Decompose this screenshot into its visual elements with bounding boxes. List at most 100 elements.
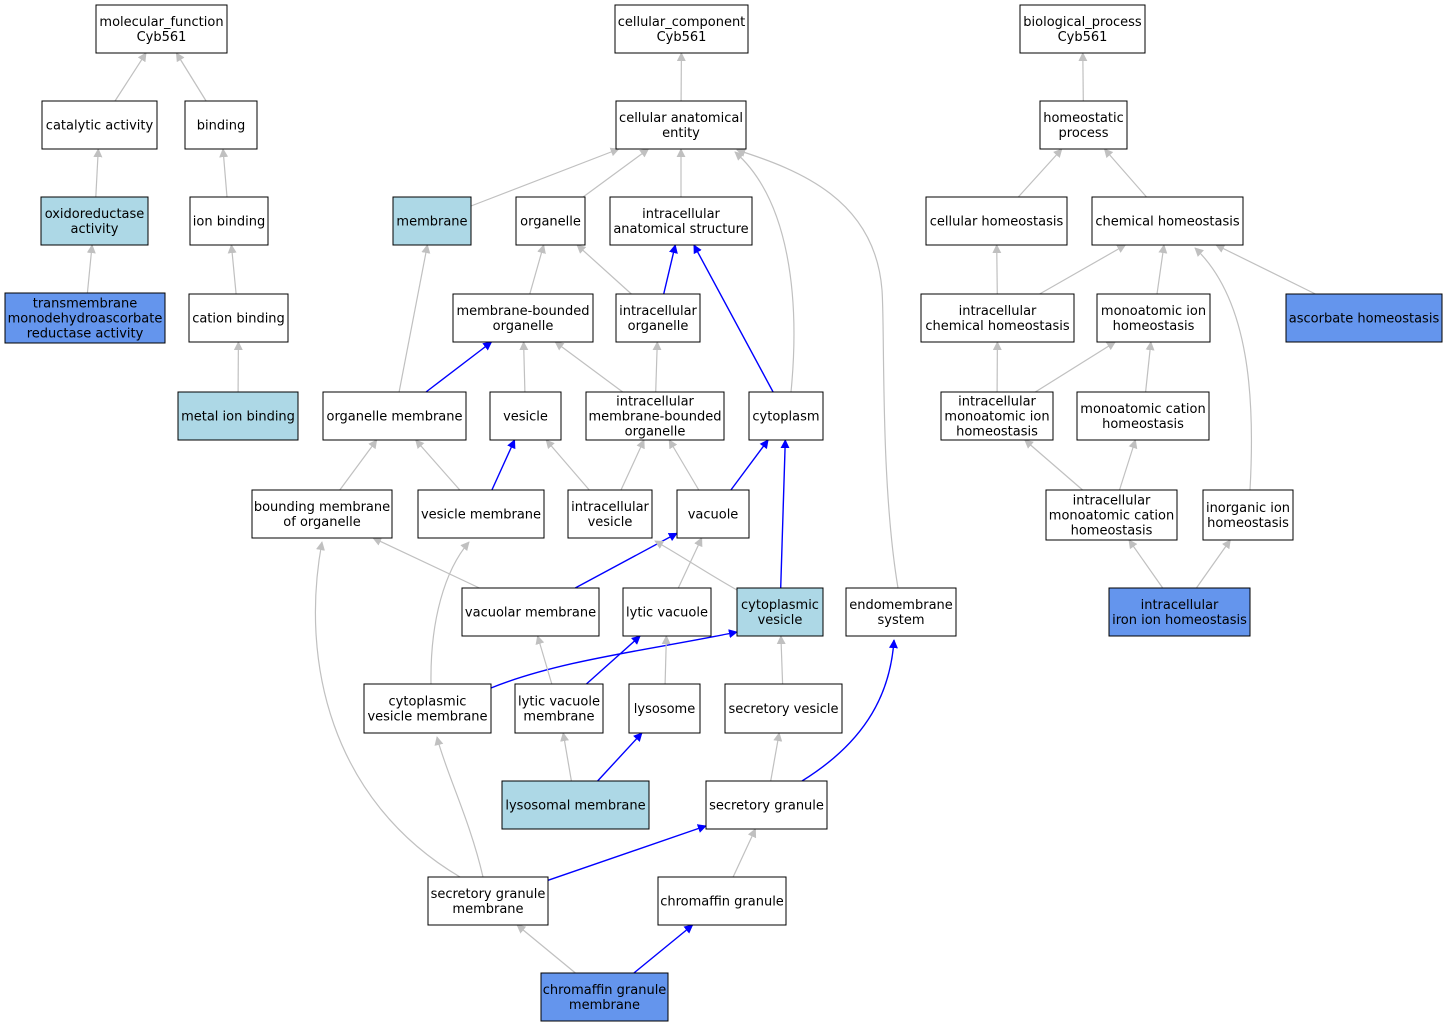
node-box[interactable] — [567, 489, 653, 539]
node-vac[interactable]: vacuole — [676, 489, 750, 539]
node-vacm[interactable]: vacuolar membrane — [461, 587, 600, 637]
node-box[interactable] — [585, 391, 725, 441]
node-box[interactable] — [940, 391, 1054, 441]
node-metal[interactable]: metal ion binding — [177, 391, 299, 441]
node-box[interactable] — [845, 587, 957, 637]
node-chh[interactable]: chemical homeostasis — [1091, 196, 1244, 246]
node-vm[interactable]: vesicle membrane — [417, 489, 545, 539]
node-label: cytoplasm — [752, 410, 819, 425]
node-box[interactable] — [251, 489, 393, 539]
node-ves[interactable]: vesicle — [489, 391, 562, 441]
node-box[interactable] — [1108, 587, 1251, 637]
node-box[interactable] — [41, 100, 158, 150]
node-box[interactable] — [4, 292, 166, 344]
node-box[interactable] — [925, 196, 1068, 246]
node-catb[interactable]: cation binding — [188, 293, 289, 343]
node-box[interactable] — [628, 683, 701, 734]
node-box[interactable] — [515, 196, 586, 246]
node-box[interactable] — [95, 4, 228, 54]
node-box[interactable] — [461, 587, 600, 637]
node-box[interactable] — [177, 391, 299, 441]
node-tmr[interactable]: transmembranemonodehydroascorbatereducta… — [4, 292, 166, 344]
node-box[interactable] — [40, 196, 149, 246]
node-box[interactable] — [724, 683, 843, 734]
node-box[interactable] — [184, 100, 258, 150]
node-box[interactable] — [452, 293, 594, 343]
node-box[interactable] — [427, 876, 549, 926]
node-ash[interactable]: ascorbate homeostasis — [1285, 293, 1443, 343]
node-box[interactable] — [363, 683, 492, 734]
node-box[interactable] — [920, 293, 1075, 343]
node-box[interactable] — [705, 780, 828, 830]
node-cg[interactable]: chromaffin granule — [657, 876, 787, 926]
node-box[interactable] — [609, 196, 753, 246]
edge-ch-to-hp — [1017, 148, 1063, 198]
node-org[interactable]: organelle — [515, 196, 586, 246]
node-box[interactable] — [615, 100, 747, 150]
node-box[interactable] — [322, 391, 467, 441]
node-box[interactable] — [676, 489, 750, 539]
node-cyto[interactable]: cytoplasm — [748, 391, 824, 441]
node-om[interactable]: organelle membrane — [322, 391, 467, 441]
node-bind[interactable]: binding — [184, 100, 258, 150]
node-lv[interactable]: lytic vacuole — [622, 587, 712, 637]
node-ch[interactable]: cellular homeostasis — [925, 196, 1068, 246]
node-box[interactable] — [189, 196, 269, 246]
node-box[interactable] — [514, 683, 604, 734]
node-box[interactable] — [736, 587, 824, 637]
node-box[interactable] — [1076, 391, 1210, 441]
node-box[interactable] — [188, 293, 289, 343]
node-box[interactable] — [540, 972, 669, 1022]
node-sv[interactable]: secretory vesicle — [724, 683, 843, 734]
node-box[interactable] — [1045, 489, 1178, 541]
node-box[interactable] — [1091, 196, 1244, 246]
node-ionb[interactable]: ion binding — [189, 196, 269, 246]
node-box[interactable] — [1285, 293, 1443, 343]
node-box[interactable] — [615, 293, 701, 343]
node-label: lytic vacuole — [518, 695, 600, 710]
node-cat[interactable]: catalytic activity — [41, 100, 158, 150]
node-box[interactable] — [501, 780, 650, 830]
node-box[interactable] — [657, 876, 787, 926]
node-lysm[interactable]: lysosomal membrane — [501, 780, 650, 830]
node-box[interactable] — [1202, 489, 1294, 541]
node-box[interactable] — [614, 4, 749, 54]
node-box[interactable] — [1096, 293, 1211, 343]
node-box[interactable] — [417, 489, 545, 539]
node-box[interactable] — [392, 196, 472, 246]
node-sg[interactable]: secretory granule — [705, 780, 828, 830]
node-box[interactable] — [748, 391, 824, 441]
node-label: lytic vacuole — [626, 606, 708, 621]
node-box[interactable] — [622, 587, 712, 637]
node-box[interactable] — [1039, 100, 1128, 150]
node-box[interactable] — [489, 391, 562, 441]
node-box[interactable] — [1019, 4, 1146, 54]
node-mem[interactable]: membrane — [392, 196, 472, 246]
node-lys[interactable]: lysosome — [628, 683, 701, 734]
